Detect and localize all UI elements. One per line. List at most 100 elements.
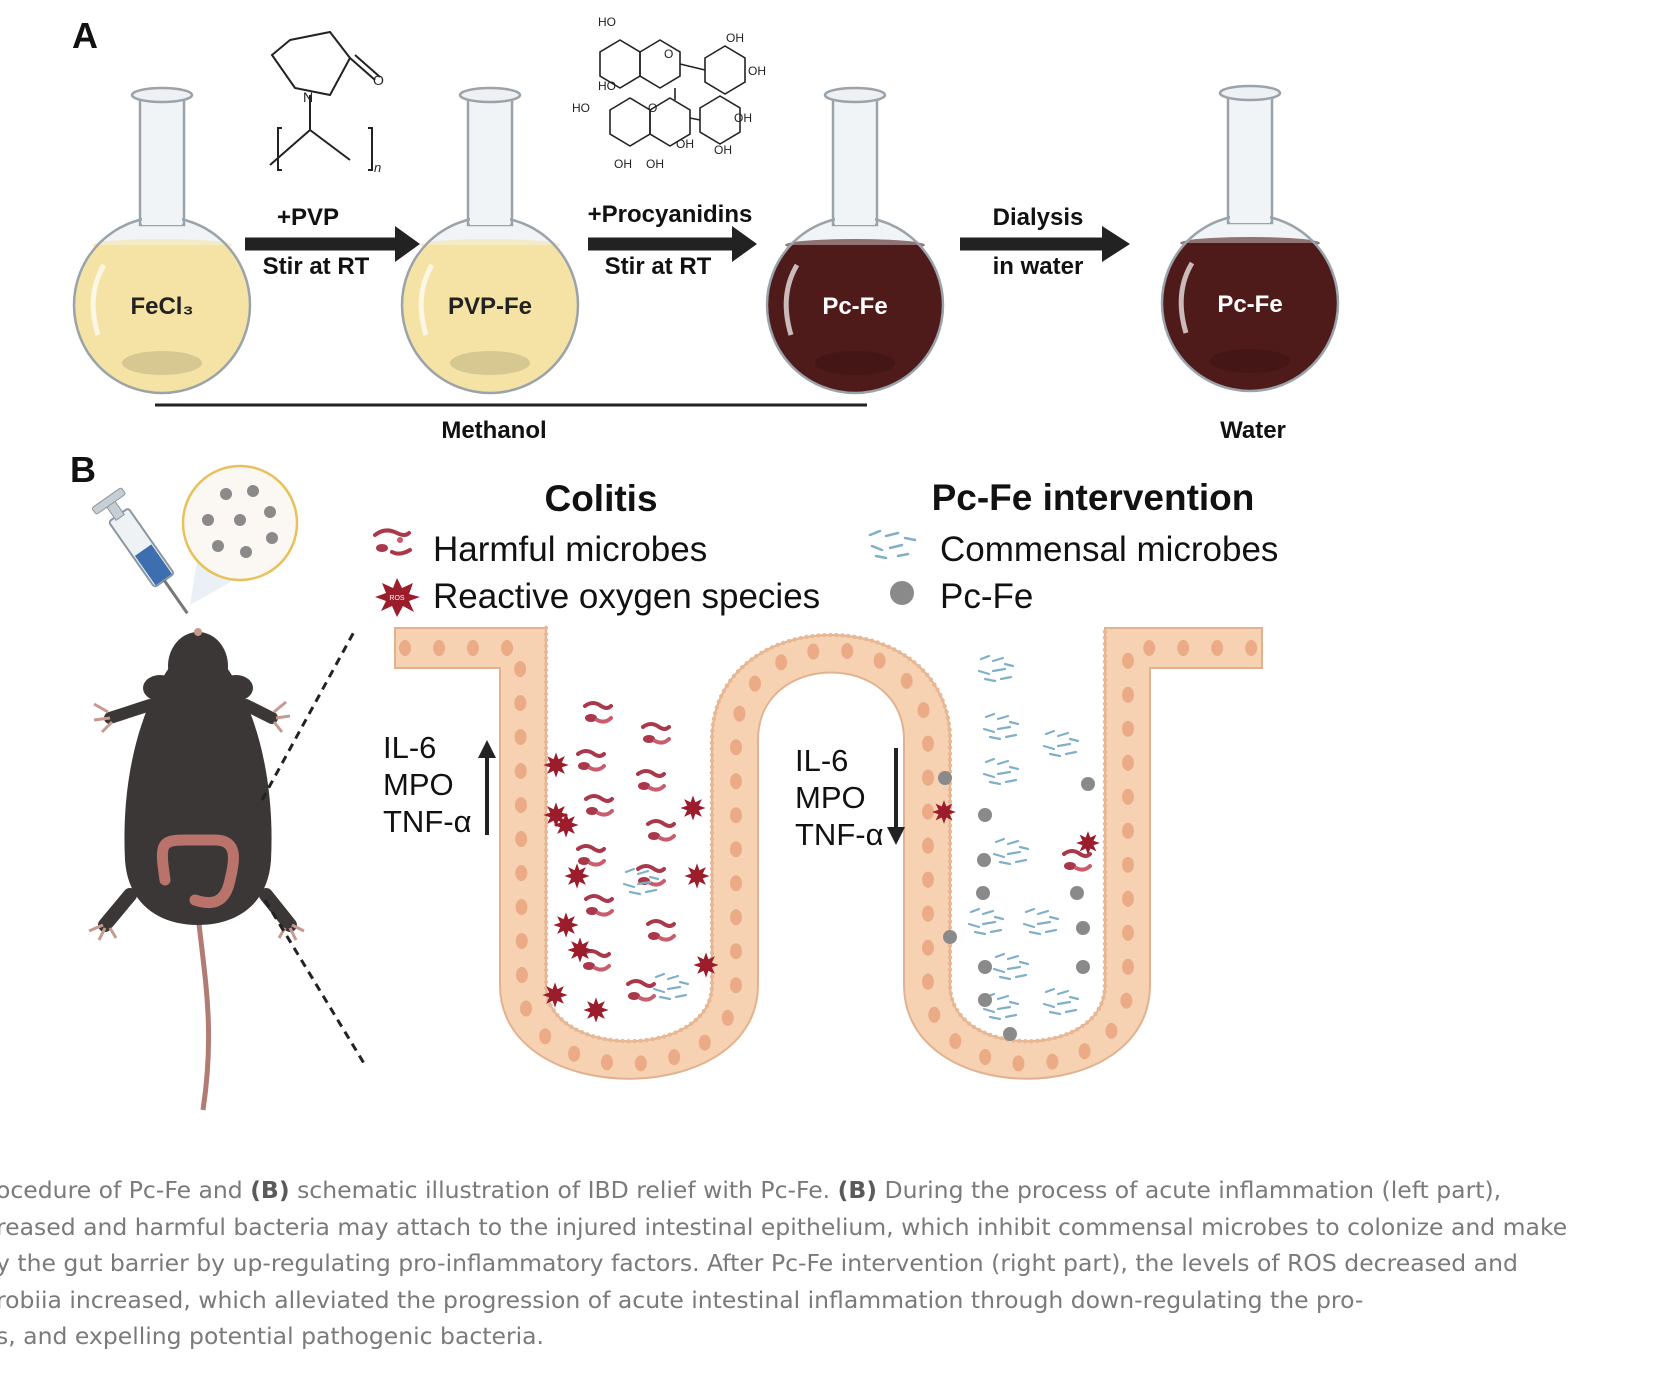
commensal-microbe (992, 952, 1030, 981)
arrow-3-top: Dialysis (993, 204, 1084, 231)
harmful-microbe (646, 919, 676, 942)
harmful-microbe (1062, 849, 1092, 872)
flask-label: PVP-Fe (448, 293, 532, 320)
ros-marker (583, 997, 609, 1023)
caption-text: During the process of acute inflammation… (877, 1176, 1502, 1204)
pcfe-particle (264, 506, 276, 518)
figure: A O N n HO OH OH HO O HO O OH OH OH OH O… (70, 15, 1340, 1111)
colitis-title: Colitis (544, 478, 657, 519)
pvp-n-atom: N (303, 89, 313, 105)
caption-line-2: reased and harmful bacteria may attach t… (0, 1212, 1568, 1241)
flasks: FeCl₃ PVP-Fe Pc-Fe Pc-Fe (72, 84, 1340, 395)
intestinal-epithelium (394, 625, 1263, 1080)
flask-label: Pc-Fe (822, 293, 887, 320)
ros-marker (553, 912, 579, 938)
legend-pcfe: Pc-Fe (940, 577, 1033, 616)
pcfe-particle (1003, 1027, 1017, 1041)
ros-marker (553, 812, 579, 838)
solvent-water: Water (1220, 417, 1286, 444)
harmful-microbes-legend-icon (373, 528, 412, 556)
panel-a-label: A (72, 15, 98, 56)
marker-tnfa: TNF-α (383, 804, 472, 839)
pvp-o-atom: O (373, 72, 384, 88)
zoom-line-bottom (263, 899, 367, 1066)
pcfe-particle (938, 771, 952, 785)
arrow-1-bottom: Stir at RT (263, 253, 370, 280)
pcfe-particle (212, 540, 224, 552)
caption-line-3: y the gut barrier by up-regulating pro-i… (0, 1249, 1518, 1277)
pcfe-particle (978, 993, 992, 1007)
marker-il6: IL-6 (383, 730, 436, 765)
procyanidin-atom-label: OH (748, 64, 766, 78)
harmful-microbe (646, 819, 676, 842)
ros-marker (684, 863, 710, 889)
pcfe-particle (976, 886, 990, 900)
marker-mpo: MPO (383, 767, 454, 802)
harmful-microbe (626, 979, 656, 1002)
ros-marker (1076, 831, 1100, 855)
procyanidin-atom-label: HO (598, 79, 616, 93)
figure-caption: ocedure of Pc-Fe and (B) schematic illus… (0, 1172, 1656, 1355)
commensal-microbe (982, 712, 1020, 741)
flask: Pc-Fe (765, 86, 945, 395)
harmful-microbe (636, 769, 666, 792)
caption-bold: (B) (250, 1176, 290, 1204)
flask: PVP-Fe (400, 86, 580, 395)
harmful-microbe (576, 749, 606, 772)
procyanidin-atom-label: OH (614, 157, 632, 171)
harmful-microbe (584, 894, 614, 917)
commensal-microbe (1042, 729, 1080, 758)
flask: FeCl₃ (72, 86, 252, 395)
reaction-arrow-2: +Procyanidins Stir at RT (588, 201, 757, 280)
commensal-microbes-legend-icon (868, 529, 917, 560)
zoom-bubble-particles (202, 485, 278, 558)
pvp-structure (269, 30, 381, 171)
flask-label: FeCl₃ (130, 293, 193, 320)
harmful-microbe (576, 844, 606, 867)
procyanidin-atom-label: OH (646, 157, 664, 171)
ros-marker (543, 752, 569, 778)
marker-il6-right: IL-6 (795, 743, 848, 778)
procyanidin-atom-label: O (664, 47, 673, 61)
procyanidin-atom-labels: HO OH OH HO O HO O OH OH OH OH OH (572, 15, 766, 171)
commensal-microbe (982, 757, 1020, 786)
ros-marker (564, 863, 590, 889)
pcfe-particle (1076, 960, 1090, 974)
ros-marker (693, 952, 719, 978)
legend-harmful-microbes: Harmful microbes (433, 530, 707, 569)
reaction-arrow-3: Dialysis in water (960, 204, 1130, 280)
commensal-microbe (1022, 907, 1060, 936)
procyanidin-atom-label: OH (676, 137, 694, 151)
ros-icon-text: ROS (389, 595, 405, 602)
pcfe-particle (978, 960, 992, 974)
panel-b-label: B (70, 449, 96, 490)
syringe (91, 487, 189, 615)
pcfe-particle (943, 930, 957, 944)
commensal-microbe (967, 907, 1005, 936)
pcfe-particle (202, 514, 214, 526)
pcfe-particle (1070, 886, 1084, 900)
ros-marker (932, 800, 956, 824)
marker-tnfa-right: TNF-α (795, 817, 884, 852)
commensal-microbe (652, 972, 690, 1001)
arrow-2-bottom: Stir at RT (605, 253, 712, 280)
pcfe-particle (247, 485, 259, 497)
pvp-n-subscript: n (374, 160, 381, 175)
procyanidin-atom-label: OH (714, 143, 732, 157)
caption-line-5: s, and expelling potential pathogenic ba… (0, 1322, 545, 1350)
harmful-microbe (583, 701, 613, 724)
legend-commensal-microbes: Commensal microbes (940, 530, 1278, 569)
caption-line-4: robiia increased, which alleviated the p… (0, 1285, 1364, 1314)
procyanidin-structure (599, 39, 746, 147)
commensal-microbe (977, 654, 1015, 683)
pcfe-particle (1076, 921, 1090, 935)
solvent-methanol: Methanol (441, 417, 546, 444)
ros-marker (542, 982, 568, 1008)
flask: Pc-Fe (1160, 84, 1340, 393)
zoom-line-top (260, 629, 357, 801)
procyanidin-atom-label: O (648, 101, 657, 115)
markers-right: IL-6 MPO TNF-α (795, 743, 905, 852)
flask-label: Pc-Fe (1217, 291, 1282, 318)
arrow-2-top: +Procyanidins (588, 201, 753, 228)
pcfe-particle (234, 514, 246, 526)
